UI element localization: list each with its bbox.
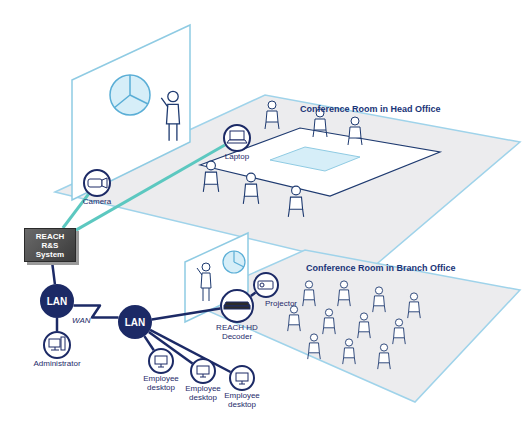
network-link xyxy=(152,309,220,320)
device-circle: REACH HD Decoder xyxy=(220,289,254,323)
network-link xyxy=(251,293,256,296)
device-circle: Employee desktop xyxy=(190,358,216,384)
audience xyxy=(288,306,301,331)
audience xyxy=(338,281,351,306)
network-link xyxy=(52,262,55,284)
lan-circle: LAN xyxy=(40,284,74,318)
audience xyxy=(358,313,371,338)
branch-office-floor xyxy=(188,250,520,402)
audience xyxy=(378,344,391,369)
node-label: REACH HD Decoder xyxy=(207,323,267,341)
link-label: WAN xyxy=(72,316,91,325)
device-circle: Projector xyxy=(253,272,279,298)
device-circle: Camera xyxy=(83,169,111,197)
network-link xyxy=(76,145,225,230)
audience xyxy=(343,339,356,364)
node-label: Employee desktop xyxy=(131,374,191,392)
node-label: Administrator xyxy=(27,359,87,368)
room-label: Conference Room in Head Office xyxy=(300,104,441,114)
device-circle: Employee desktop xyxy=(148,348,174,374)
node-label: Camera xyxy=(67,197,127,206)
audience xyxy=(373,287,386,312)
audience xyxy=(303,281,316,306)
attendee xyxy=(243,173,258,204)
presenter xyxy=(197,263,211,301)
pie-chart xyxy=(110,75,150,115)
node-label: LAN xyxy=(45,297,70,306)
network-link xyxy=(144,336,153,350)
attendee xyxy=(265,101,279,129)
node-label: Laptop xyxy=(207,152,267,161)
audience xyxy=(408,293,421,318)
audience xyxy=(308,334,321,359)
audience xyxy=(323,309,336,334)
audience xyxy=(393,319,406,344)
node-label: REACH R&S System xyxy=(25,232,75,259)
table-center xyxy=(270,147,360,171)
device-circle: Laptop xyxy=(223,124,251,152)
presenter xyxy=(161,91,179,140)
node-label: LAN xyxy=(123,318,148,327)
attendee xyxy=(288,186,303,217)
system-box: REACH R&S System xyxy=(24,228,76,262)
node-label: Employee desktop xyxy=(212,391,272,409)
pie-slices xyxy=(234,251,244,267)
network-link xyxy=(56,318,59,331)
room-label: Conference Room in Branch Office xyxy=(306,263,456,273)
pie-slices xyxy=(114,75,148,108)
attendee xyxy=(348,117,362,145)
device-circle: Administrator xyxy=(43,331,71,359)
attendee xyxy=(203,161,218,192)
pie-chart xyxy=(223,251,245,273)
node-label: Employee desktop xyxy=(173,384,233,402)
lan-circle: LAN xyxy=(118,305,152,339)
node-label: Projector xyxy=(265,299,297,308)
device-circle: Employee desktop xyxy=(229,365,255,391)
